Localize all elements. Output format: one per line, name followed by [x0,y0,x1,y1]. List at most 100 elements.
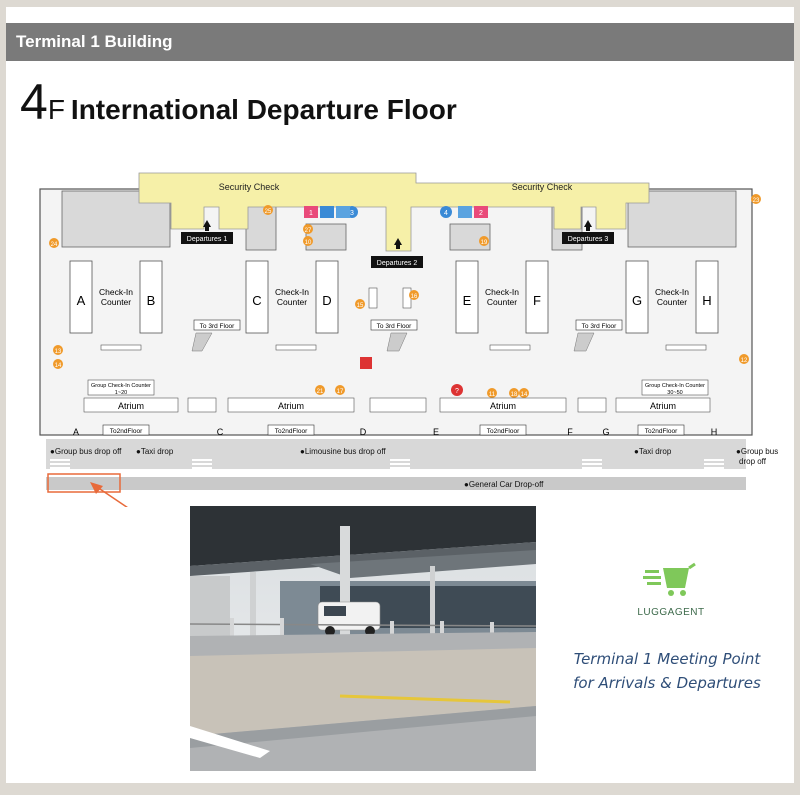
svg-text:E: E [463,293,472,308]
checkin-counter-GH: G H Check-In Counter [625,260,719,334]
shop-3 [577,397,607,413]
crosswalks [50,459,724,469]
to-3rd-floor-left: To 3rd Floor [191,319,241,352]
svg-text:G: G [632,293,642,308]
svg-text:B: B [147,293,156,308]
svg-text:G: G [602,427,609,437]
svg-text:23: 23 [753,198,760,204]
to-3rd-floor-center: To 3rd Floor [370,319,418,352]
service-marker-2 [320,206,334,218]
svg-text:E: E [433,427,439,437]
svg-text:3: 3 [350,210,354,217]
svg-text:Group Check-In Counter: Group Check-In Counter [91,383,151,389]
general-car-drop: ●General Car Drop-off [464,480,544,489]
departures-2-sign: Departures 2 [371,238,423,268]
to-2nd-floor-labels: To2ndFloor To2ndFloor To2ndFloor To2ndFl… [102,424,685,436]
svg-text:To2ndFloor: To2ndFloor [275,428,308,435]
bench-4 [665,344,707,351]
security-label-right: Security Check [512,182,573,192]
bench-1 [100,344,142,351]
bench-2 [275,344,317,351]
svg-text:24: 24 [51,242,58,248]
svg-text:To 3rd Floor: To 3rd Floor [582,323,618,330]
shop-2 [369,397,427,413]
svg-text:To2ndFloor: To2ndFloor [487,428,520,435]
door-letters: A C D E F G H [73,427,717,437]
svg-text:To 3rd Floor: To 3rd Floor [377,323,413,330]
caption-line-1: Terminal 1 Meeting Point [573,650,761,668]
svg-text:D: D [360,427,367,437]
svg-text:Atrium: Atrium [278,401,304,411]
svg-text:A: A [77,293,86,308]
svg-text:11: 11 [489,392,496,398]
svg-text:25: 25 [265,209,272,215]
svg-text:C: C [252,293,261,308]
departures-1-sign: Departures 1 [181,220,233,244]
svg-text:Counter: Counter [277,297,307,307]
svg-text:A: A [73,427,79,437]
svg-text:14: 14 [521,392,528,398]
taxi-drop-right: ●Taxi drop [634,447,672,456]
svg-text:19: 19 [481,240,488,246]
atrium-1: Atrium [83,397,179,413]
pointer-arrow-head [90,482,103,494]
svg-text:18: 18 [511,392,518,398]
taxi-drop-left: ●Taxi drop [136,447,174,456]
orange-markers: 27 10 19 25 23 24 15 16 13 14 12 21 17 1… [49,194,761,398]
group-checkin-right: Group Check-In Counter 30~50 [641,379,709,396]
checkin-counter-EF: E F Check-In Counter [455,260,549,334]
floor-name: International Departure Floor [70,94,457,125]
atrium-2: Atrium [227,397,355,413]
svg-text:To2ndFloor: To2ndFloor [110,428,143,435]
service-marker-7 [474,206,488,218]
floor-letter: F [47,94,65,125]
meeting-point-caption: Terminal 1 Meeting Point for Arrivals & … [546,647,788,695]
building-title: Terminal 1 Building [16,32,173,51]
aed-icon [360,357,372,369]
svg-text:Atrium: Atrium [118,401,144,411]
svg-text:12: 12 [741,358,748,364]
group-checkin-left: Group Check-In Counter 1~20 [87,379,155,396]
svg-text:Departures 1: Departures 1 [187,236,228,243]
pointer-arrow-line [93,484,128,507]
svg-text:1~20: 1~20 [115,390,127,396]
svg-text:Check-In: Check-In [655,287,689,297]
svg-text:H: H [702,293,711,308]
svg-text:Atrium: Atrium [650,401,676,411]
checkin-counter-CD: C D Check-In Counter [245,260,339,334]
svg-text:D: D [322,293,331,308]
group-bus-drop-right-2: drop off [739,457,767,466]
marker-label-1: 1 [309,210,313,217]
svg-text:F: F [567,427,573,437]
svg-text:17: 17 [337,389,344,395]
general-car-lane [46,477,746,490]
checkin-counter-AB: A B Check-In Counter [69,260,163,334]
group-bus-drop-left: ●Group bus drop off [50,447,122,456]
security-label-left: Security Check [219,182,280,192]
svg-text:21: 21 [317,389,324,395]
svg-text:Counter: Counter [101,297,131,307]
svg-text:Group Check-In Counter: Group Check-In Counter [645,383,705,389]
svg-text:Counter: Counter [657,297,687,307]
svg-text:13: 13 [55,349,62,355]
svg-text:?: ? [455,388,459,395]
svg-text:2: 2 [479,210,483,217]
departures-3-sign: Departures 3 [562,220,614,244]
to-3rd-floor-right: To 3rd Floor [573,319,623,352]
svg-text:C: C [217,427,224,437]
luggage-cart-icon [643,562,696,596]
floor-number: 4 [20,74,48,130]
shop-1 [187,397,217,413]
service-marker-5 [440,206,452,218]
bench-3 [489,344,531,351]
group-bus-drop-right: ●Group bus [736,447,778,456]
svg-text:H: H [711,427,718,437]
svg-text:4: 4 [444,210,448,217]
svg-text:Counter: Counter [487,297,517,307]
svg-text:Check-In: Check-In [485,287,519,297]
svg-text:16: 16 [411,294,418,300]
service-marker-1 [304,206,318,218]
svg-text:Check-In: Check-In [99,287,133,297]
